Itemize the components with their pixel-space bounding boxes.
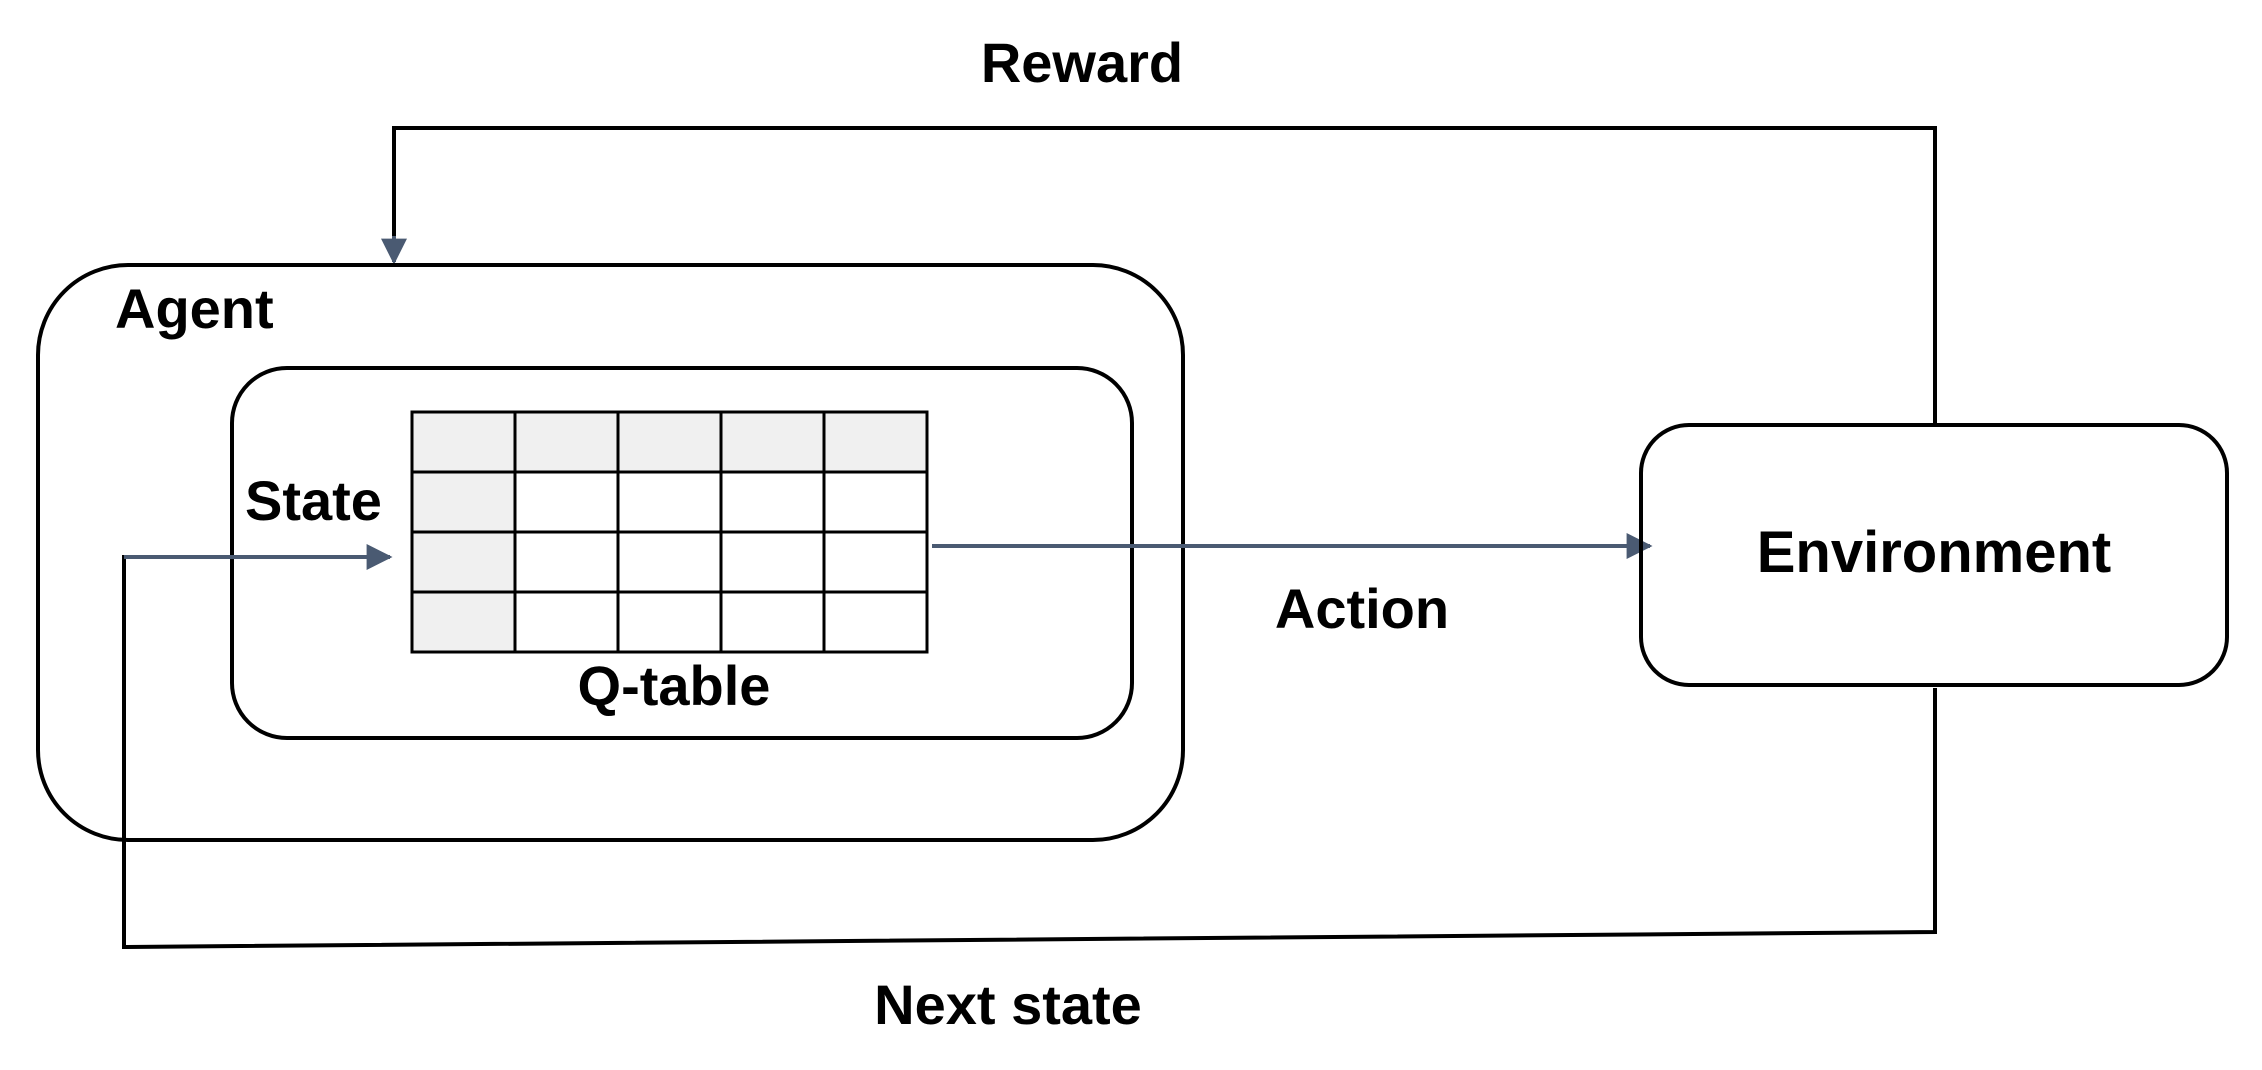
q-table-cell xyxy=(616,470,723,534)
environment-box xyxy=(1639,423,2229,687)
q-table-grid xyxy=(410,410,929,654)
action-label: Action xyxy=(1275,577,1449,640)
environment-label: Environment xyxy=(1757,520,2112,585)
q-table-cell xyxy=(616,410,723,474)
next-state-line xyxy=(122,555,1937,950)
state-label: State xyxy=(245,469,382,532)
agent-box xyxy=(36,263,1185,842)
q-table-cell xyxy=(410,530,517,594)
reward-label: Reward xyxy=(981,31,1183,94)
q-table-label: Q-table xyxy=(578,654,771,717)
q-table-container xyxy=(230,366,1134,740)
q-table-cell xyxy=(513,590,620,654)
q-table-cell xyxy=(513,530,620,594)
q-table-cell xyxy=(822,530,929,594)
q-table-cell xyxy=(822,590,929,654)
q-table-cell xyxy=(719,410,826,474)
q-table-cell xyxy=(513,410,620,474)
q-table-cell xyxy=(616,530,723,594)
q-table-cell xyxy=(410,590,517,654)
q-table-cell xyxy=(719,530,826,594)
reward-line xyxy=(392,126,1937,425)
q-table-cell xyxy=(822,410,929,474)
q-table-cell xyxy=(719,470,826,534)
next-state-label: Next state xyxy=(874,973,1142,1036)
q-table-cell xyxy=(822,470,929,534)
q-table-cell xyxy=(616,590,723,654)
q-table-cell xyxy=(719,590,826,654)
q-table-cell xyxy=(513,470,620,534)
q-table-cell xyxy=(410,410,517,474)
q-table-cell xyxy=(410,470,517,534)
agent-label: Agent xyxy=(115,277,274,340)
